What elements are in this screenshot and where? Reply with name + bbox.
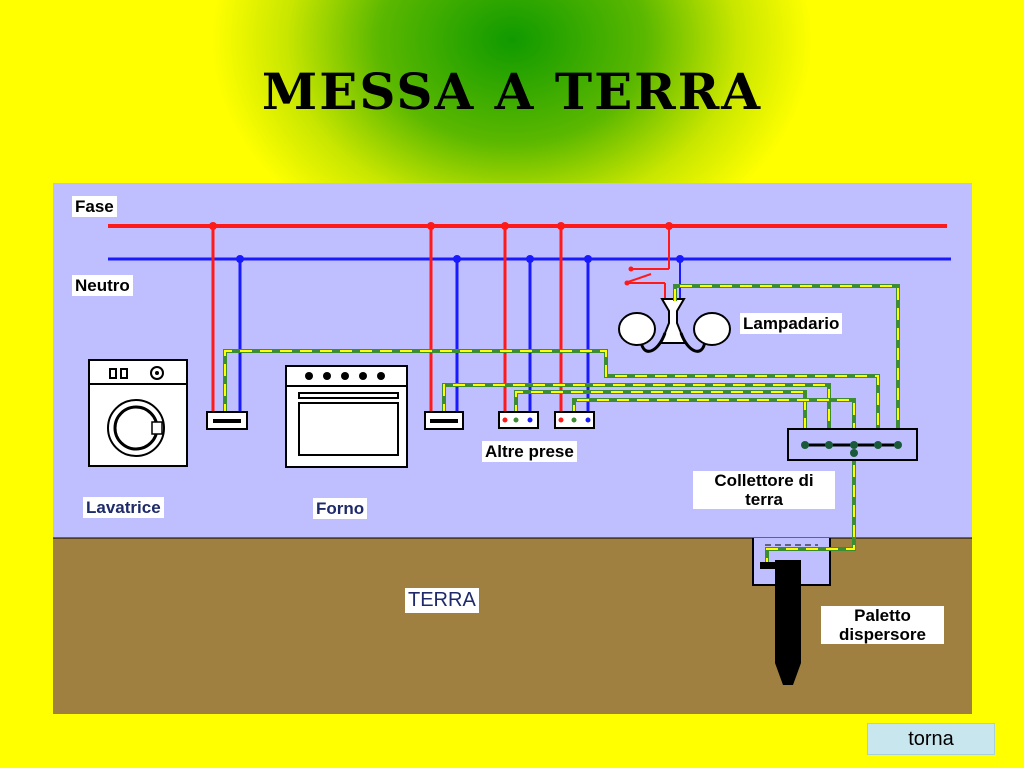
ground-rod-icon [760, 560, 801, 685]
oven-icon [285, 365, 408, 468]
earth-wires [223, 284, 900, 565]
washing-machine-icon [88, 359, 188, 467]
chandelier-icon [618, 298, 731, 353]
other-socket-2 [554, 411, 595, 429]
other-socket-1 [498, 411, 539, 429]
label-altre-prese: Altre prese [482, 441, 577, 462]
label-fase: Fase [72, 196, 117, 217]
label-collettore-di-terra: Collettore di terra [693, 471, 835, 509]
diagram-canvas [53, 183, 972, 714]
oven-socket [424, 411, 464, 430]
label-forno: Forno [313, 498, 368, 519]
label-lavatrice: Lavatrice [83, 497, 164, 518]
earth-collector-bar [787, 428, 918, 461]
washing-machine-socket [206, 411, 248, 430]
lamp-switch [624, 273, 652, 284]
earthing-diagram: Fase Neutro Lampadario Lavatrice Forno A… [53, 183, 972, 714]
torna-button[interactable]: torna [867, 723, 995, 755]
label-lampadario: Lampadario [740, 313, 843, 334]
page-title: MESSA A TERRA [261, 62, 763, 121]
label-neutro: Neutro [72, 275, 133, 296]
label-terra: TERRA [405, 588, 479, 613]
label-paletto-dispersore: Paletto dispersore [821, 606, 944, 644]
lamp-wiring [624, 222, 684, 299]
